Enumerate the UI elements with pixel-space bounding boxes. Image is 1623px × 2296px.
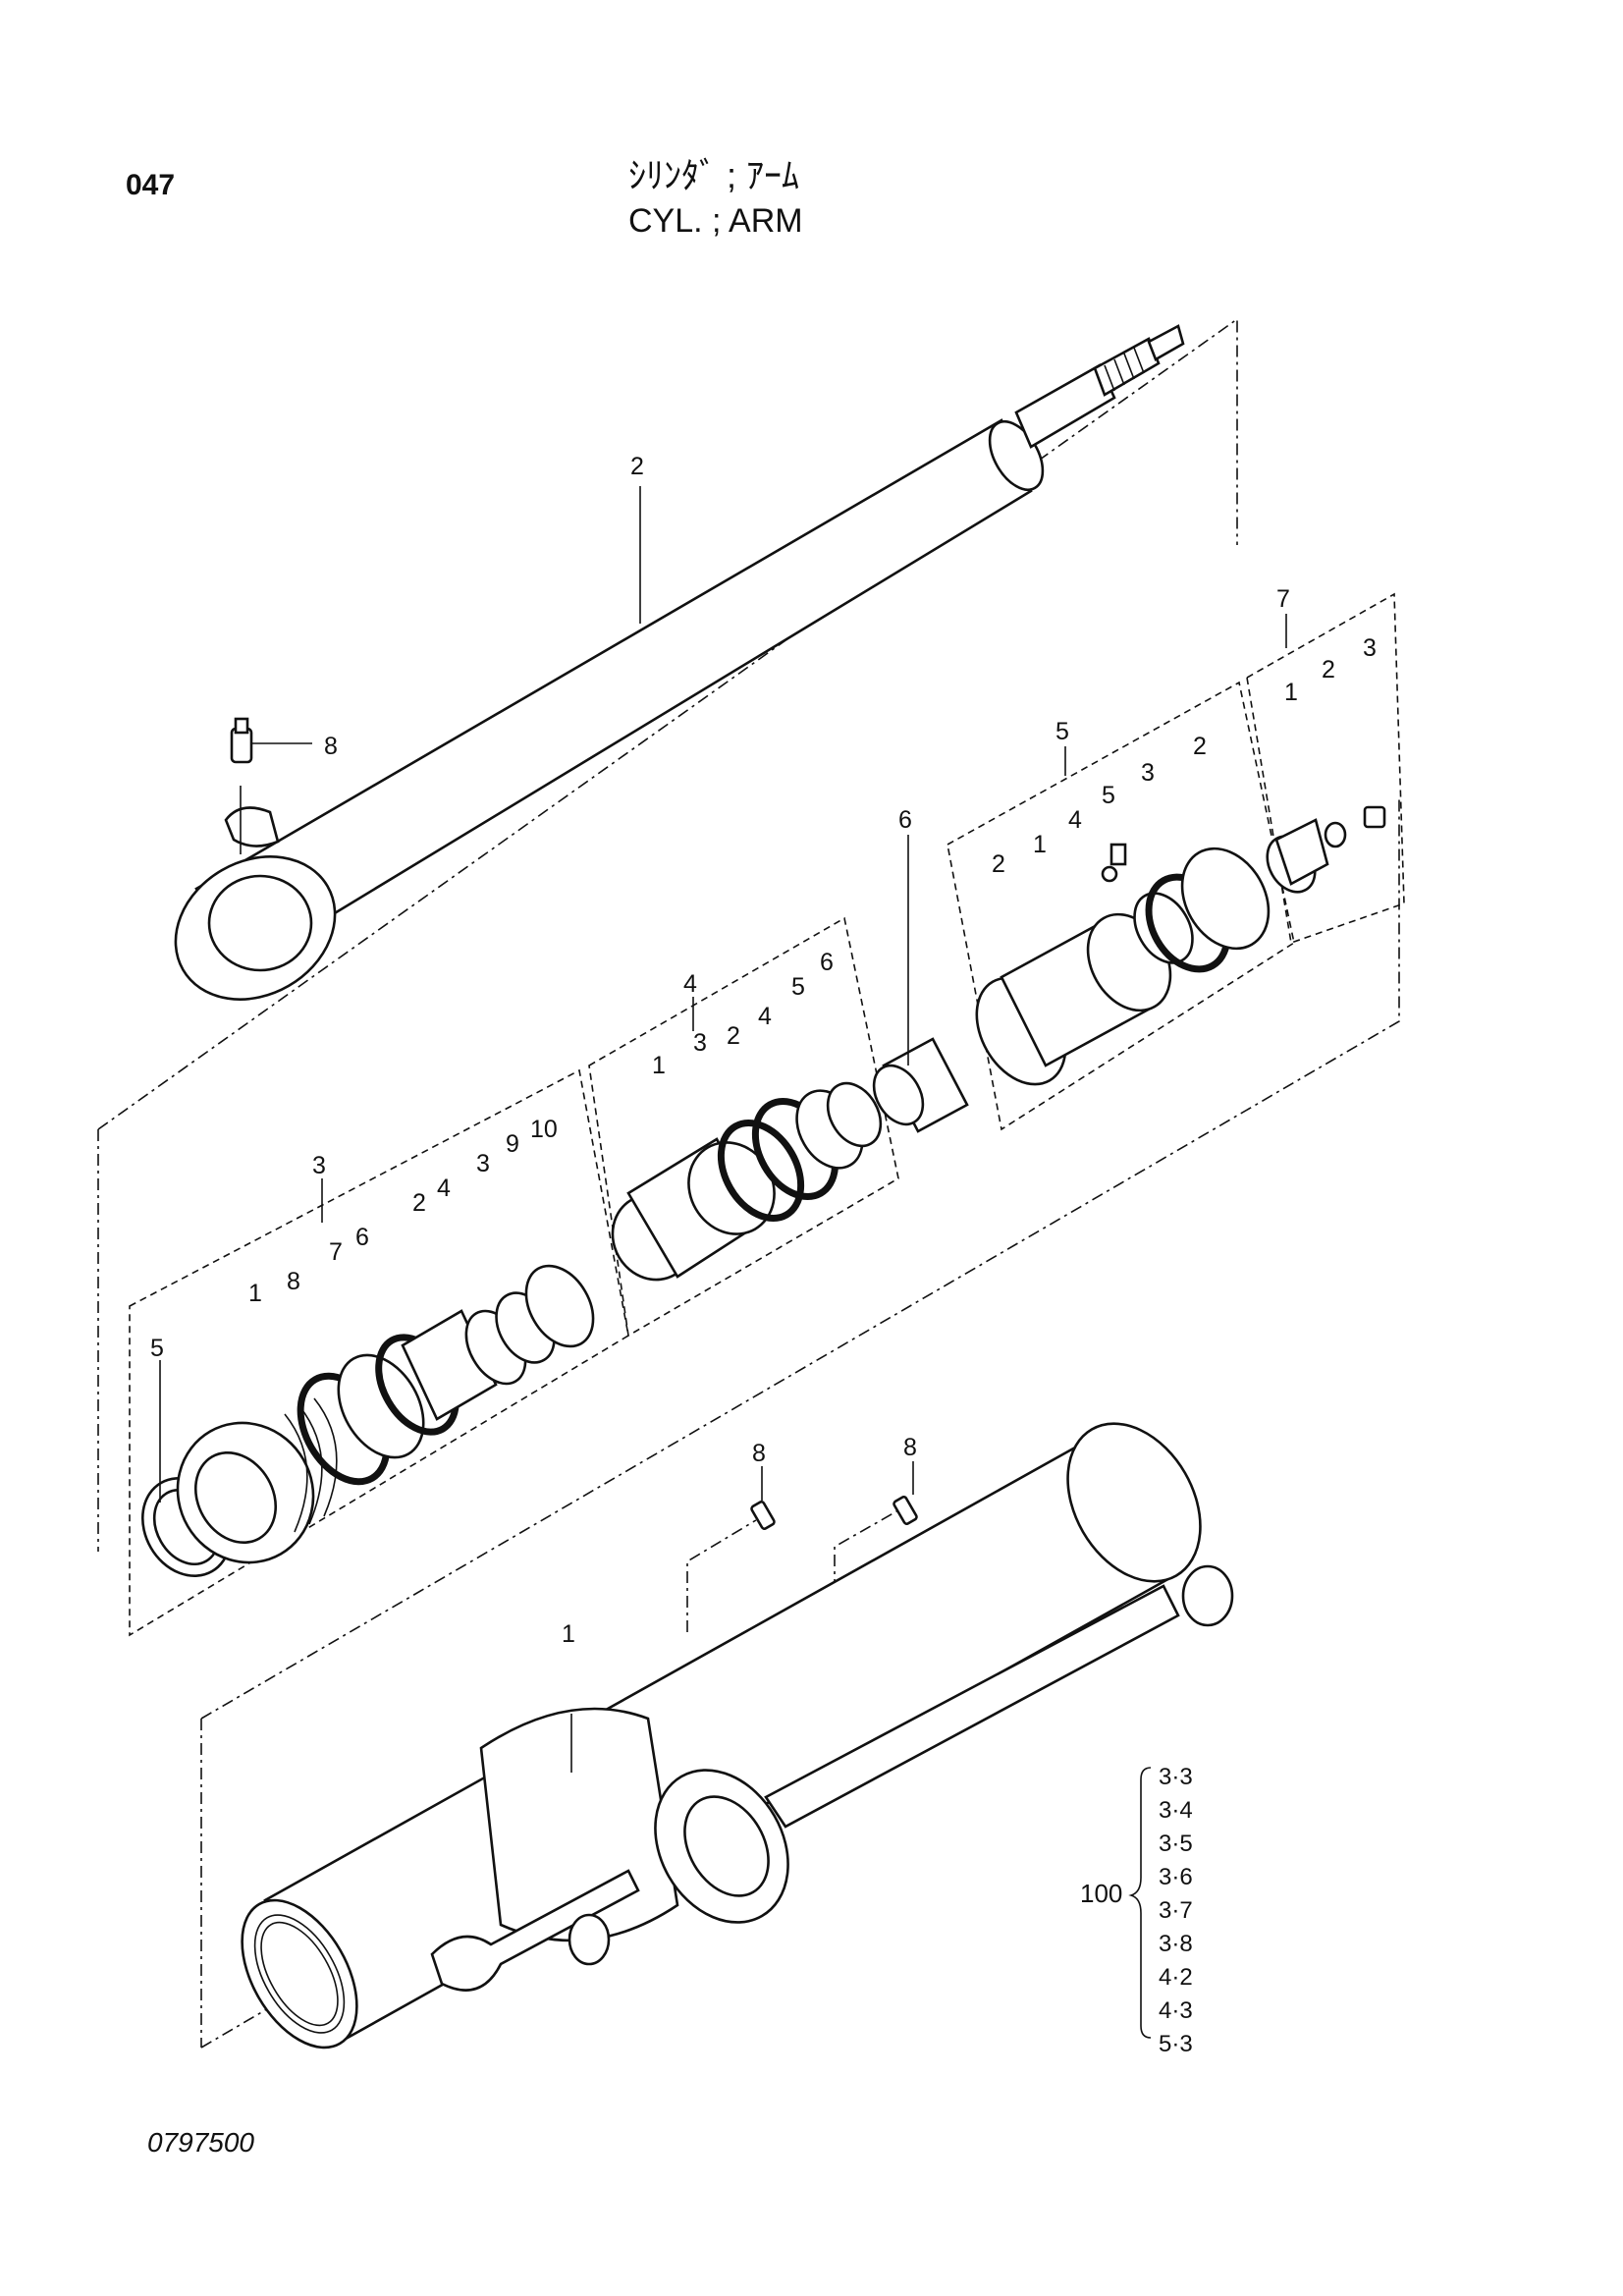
seal-kit-list: 100 3·3 3·4 3·5 3·6 3·7 3·8 4·2 4·3 5·3 bbox=[1080, 1764, 1193, 2057]
callout-g4-5: 5 bbox=[791, 973, 805, 1001]
seal-kit-item: 3·8 bbox=[1159, 1931, 1193, 1957]
seal-kit-item: 3·7 bbox=[1159, 1897, 1193, 1924]
callouts: 2 8 1 8 8 6 3 1 8 7 6 2 4 3 9 10 5 4 1 3… bbox=[150, 453, 1377, 1648]
callout-rod: 2 bbox=[630, 453, 644, 480]
callout-tube-fitting-b: 8 bbox=[903, 1434, 917, 1461]
callout-g5-3: 3 bbox=[1141, 759, 1155, 787]
page-number: 047 bbox=[126, 169, 176, 201]
document-number: 0797500 bbox=[147, 2127, 255, 2158]
callout-cylinder-tube: 1 bbox=[562, 1620, 575, 1648]
callout-g5-5: 5 bbox=[1102, 782, 1115, 809]
callout-g4-1: 1 bbox=[652, 1052, 666, 1079]
seal-assembly-group-5 bbox=[947, 681, 1295, 1131]
callout-rod-grease-fitting: 8 bbox=[324, 733, 338, 760]
seal-kit-item: 3·3 bbox=[1159, 1764, 1193, 1790]
callout-group-5: 5 bbox=[1055, 718, 1069, 745]
callout-g4-6: 6 bbox=[820, 949, 834, 976]
callout-g3-9: 9 bbox=[506, 1130, 519, 1158]
seal-kit-item: 3·5 bbox=[1159, 1831, 1193, 1857]
callout-g3-3: 3 bbox=[476, 1150, 490, 1177]
callout-g3-2: 2 bbox=[412, 1189, 426, 1217]
callout-cushion-collar: 6 bbox=[898, 806, 912, 834]
seal-assembly-group-7 bbox=[1246, 592, 1405, 945]
seal-kit-item: 3·6 bbox=[1159, 1864, 1193, 1890]
seal-kit-number: 100 bbox=[1080, 1879, 1122, 1908]
seal-assembly-group-4 bbox=[588, 916, 899, 1338]
tube-grease-fitting-b-icon bbox=[893, 1496, 918, 1525]
cushion-collar bbox=[872, 1037, 969, 1133]
callout-tube-fitting-a: 8 bbox=[752, 1440, 766, 1467]
callout-g7-2: 2 bbox=[1322, 656, 1335, 683]
tube-grease-fitting-a-icon bbox=[750, 1501, 776, 1530]
cylinder-tube bbox=[200, 795, 1400, 2050]
callout-g5-2a: 2 bbox=[992, 850, 1005, 878]
callout-group-7: 7 bbox=[1276, 585, 1290, 613]
callout-g4-3: 3 bbox=[693, 1029, 707, 1057]
callout-g4-4: 4 bbox=[758, 1003, 772, 1030]
seal-kit-item: 4·2 bbox=[1159, 1964, 1193, 1991]
title-japanese: ｼﾘﾝﾀﾞ ; ｱｰﾑ bbox=[628, 155, 800, 195]
callout-g3-4: 4 bbox=[437, 1175, 451, 1202]
callout-g3-8: 8 bbox=[287, 1268, 300, 1295]
callout-g7-3: 3 bbox=[1363, 634, 1377, 662]
leader-lines bbox=[159, 486, 1287, 1773]
callout-g5-2b: 2 bbox=[1193, 733, 1207, 760]
piston-rod bbox=[97, 317, 1238, 1552]
callout-group-4: 4 bbox=[683, 970, 697, 998]
callout-g7-1: 1 bbox=[1284, 679, 1298, 706]
callout-g3-5: 5 bbox=[150, 1335, 164, 1362]
callout-g3-1: 1 bbox=[248, 1280, 262, 1307]
seal-assembly-group-3 bbox=[129, 1068, 629, 1637]
callout-g5-1: 1 bbox=[1033, 831, 1047, 858]
seal-kit-item: 5·3 bbox=[1159, 2031, 1193, 2057]
callout-g3-7: 7 bbox=[329, 1238, 343, 1266]
seal-kit-item: 4·3 bbox=[1159, 1997, 1193, 2024]
callout-g3-10: 10 bbox=[530, 1116, 558, 1143]
callout-g4-2: 2 bbox=[727, 1022, 740, 1050]
callout-g3-6: 6 bbox=[355, 1224, 369, 1251]
title-english: CYL. ; ARM bbox=[628, 202, 803, 240]
callout-group-3: 3 bbox=[312, 1152, 326, 1179]
callout-g5-4: 4 bbox=[1068, 806, 1082, 834]
seal-kit-item: 3·4 bbox=[1159, 1797, 1193, 1824]
